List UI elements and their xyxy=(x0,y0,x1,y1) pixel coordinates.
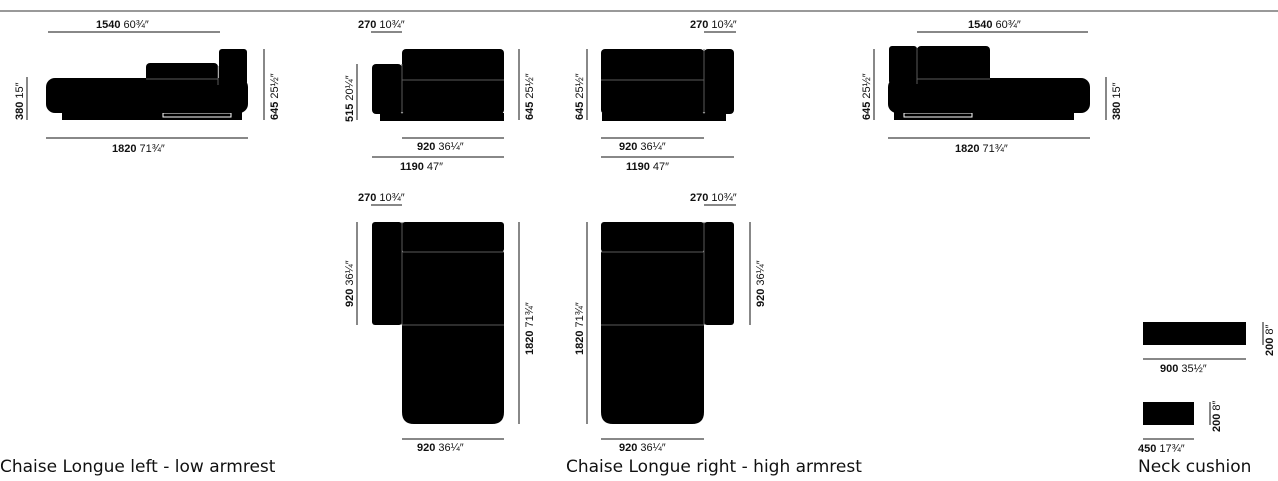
dim-380-left: 38015″ xyxy=(14,77,28,120)
seat xyxy=(601,252,704,424)
svg-text:92036¼″: 92036¼″ xyxy=(619,141,666,153)
cushion xyxy=(1143,322,1246,345)
front-view-right xyxy=(601,49,734,121)
armrest xyxy=(704,222,734,325)
neck-cushion-450 xyxy=(1143,402,1194,425)
seat xyxy=(46,78,248,113)
armrest xyxy=(219,49,247,85)
caption-chaise-left: Chaise Longue left - low armrest xyxy=(0,457,276,477)
cushion xyxy=(1143,402,1194,425)
dim-645-left: 64525½″ xyxy=(263,49,281,120)
svg-text:38015″: 38015″ xyxy=(14,82,26,120)
base-plinth xyxy=(380,113,504,121)
armrest xyxy=(704,49,734,114)
dim-380-right: 38015″ xyxy=(1105,77,1123,120)
svg-text:92036¼″: 92036¼″ xyxy=(417,442,464,454)
back-cushion xyxy=(601,222,704,252)
dim-645-front-right: 64525½″ xyxy=(574,49,588,120)
svg-text:64525½″: 64525½″ xyxy=(574,73,586,120)
back-cushion xyxy=(917,46,990,85)
dim-200-lower: 2008″ xyxy=(1209,401,1223,432)
neck-cushion-900 xyxy=(1143,322,1246,345)
svg-text:182071¾″: 182071¾″ xyxy=(524,302,536,355)
front-view-left xyxy=(372,49,504,121)
dim-1820-vertical-left: 182071¾″ xyxy=(518,222,536,424)
svg-text:92036¼″: 92036¼″ xyxy=(344,260,356,307)
dim-1820-vertical-right: 182071¾″ xyxy=(574,222,588,424)
dim-515: 51520¼″ xyxy=(344,64,358,122)
dim-920-vertical-right: 92036¼″ xyxy=(749,222,767,325)
armrest xyxy=(889,46,917,84)
chaise-left-top-view xyxy=(372,222,504,424)
svg-text:182071¾″: 182071¾″ xyxy=(574,302,586,355)
dim-920-vertical-left: 92036¼″ xyxy=(344,222,358,325)
base-plinth xyxy=(894,111,1074,120)
back xyxy=(402,49,504,114)
seat xyxy=(888,78,1090,113)
svg-text:2008″: 2008″ xyxy=(1264,325,1276,356)
caption-chaise-right: Chaise Longue right - high armrest xyxy=(566,457,862,477)
svg-text:51520¼″: 51520¼″ xyxy=(344,75,356,122)
svg-text:2008″: 2008″ xyxy=(1211,401,1223,432)
chaise-left-side-view xyxy=(46,49,248,120)
svg-text:92036¼″: 92036¼″ xyxy=(755,260,767,307)
back xyxy=(601,49,704,114)
dim-645-right: 64525½″ xyxy=(861,49,875,120)
svg-text:92036¼″: 92036¼″ xyxy=(619,442,666,454)
dim-200-upper: 2008″ xyxy=(1262,322,1276,356)
svg-text:64525½″: 64525½″ xyxy=(269,73,281,120)
svg-text:92036¼″: 92036¼″ xyxy=(417,141,464,153)
armrest xyxy=(372,64,402,114)
chaise-right-top-view xyxy=(601,222,734,424)
svg-text:38015″: 38015″ xyxy=(1111,82,1123,120)
chaise-right-side-view xyxy=(888,46,1090,120)
seat xyxy=(402,252,504,424)
armrest xyxy=(372,222,402,325)
caption-neck-cushion: Neck cushion xyxy=(1138,457,1252,477)
back-cushion xyxy=(402,222,504,252)
svg-text:64525½″: 64525½″ xyxy=(524,73,536,120)
svg-text:182071¾″: 182071¾″ xyxy=(112,143,165,155)
base-plinth xyxy=(602,113,726,121)
svg-text:182071¾″: 182071¾″ xyxy=(955,143,1008,155)
svg-text:64525½″: 64525½″ xyxy=(861,73,873,120)
dim-645-front-left: 64525½″ xyxy=(518,49,536,120)
base-plinth xyxy=(62,111,242,120)
